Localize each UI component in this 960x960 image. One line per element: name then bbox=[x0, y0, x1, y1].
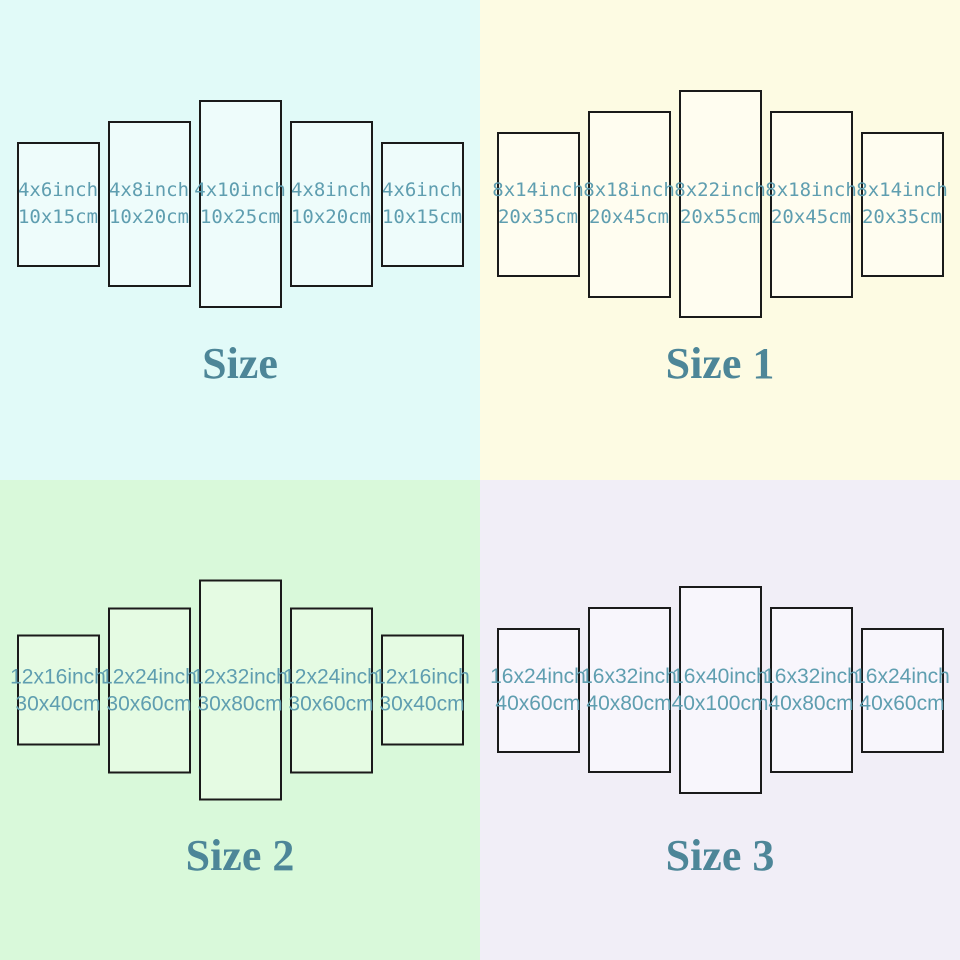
panel-size-inch-label: 8x18inch bbox=[583, 179, 675, 201]
canvas-panel: 12x24inch 30x60cm bbox=[101, 607, 197, 773]
size-chart-title: Size 1 bbox=[665, 339, 775, 388]
canvas-panel: 8x18inch 20x45cm bbox=[765, 110, 857, 298]
canvas-panel: 12x16inch 30x40cm bbox=[10, 634, 106, 746]
canvas-panel: 8x14inch 20x35cm bbox=[856, 131, 948, 277]
panel-size-inch-label: 8x14inch bbox=[492, 179, 584, 201]
size-chart-title: Size 2 bbox=[185, 831, 295, 880]
panel-size-inch-label: 12x32inch bbox=[192, 665, 288, 688]
panel-size-cm-label: 30x60cm bbox=[288, 692, 374, 715]
size-chart-title: Size bbox=[202, 339, 278, 388]
panel-size-cm-label: 40x100cm bbox=[671, 692, 769, 715]
canvas-panel: 16x40inch 40x100cm bbox=[672, 586, 768, 794]
panel-size-cm-label: 10x25cm bbox=[199, 206, 281, 228]
panel-size-cm-label: 10x20cm bbox=[290, 206, 372, 228]
canvas-panel: 12x24inch 30x60cm bbox=[283, 607, 379, 773]
panel-size-inch-label: 4x6inch bbox=[17, 179, 99, 201]
canvas-panel: 16x32inch 40x80cm bbox=[581, 607, 677, 773]
canvas-panel: 4x6inch 10x15cm bbox=[380, 141, 464, 267]
panel-size-inch-label: 12x24inch bbox=[283, 665, 379, 688]
canvas-panel: 4x8inch 10x20cm bbox=[289, 121, 373, 287]
panel-size-cm-label: 20x55cm bbox=[679, 206, 761, 228]
panel-size-inch-label: 16x40inch bbox=[672, 665, 768, 688]
panel-size-cm-label: 20x45cm bbox=[588, 206, 670, 228]
panel-size-inch-label: 16x24inch bbox=[854, 665, 950, 688]
panel-size-inch-label: 16x32inch bbox=[581, 665, 677, 688]
panel-size-inch-label: 12x24inch bbox=[101, 665, 197, 688]
panel-size-cm-label: 40x80cm bbox=[768, 692, 854, 715]
panel-size-cm-label: 10x15cm bbox=[381, 206, 463, 228]
canvas-panel: 4x8inch 10x20cm bbox=[107, 121, 191, 287]
panel-size-inch-label: 12x16inch bbox=[374, 665, 470, 688]
panel-size-inch-label: 4x8inch bbox=[108, 179, 190, 201]
size-chart-title: Size 3 bbox=[665, 831, 775, 880]
panel-size-inch-label: 16x24inch bbox=[490, 665, 586, 688]
panel-size-inch-label: 8x18inch bbox=[765, 179, 857, 201]
panel-size-cm-label: 10x15cm bbox=[17, 206, 99, 228]
panel-size-inch-label: 4x8inch bbox=[290, 179, 372, 201]
panel-size-cm-label: 20x45cm bbox=[770, 206, 852, 228]
canvas-panel: 16x32inch 40x80cm bbox=[763, 607, 859, 773]
panel-size-cm-label: 30x60cm bbox=[106, 692, 192, 715]
panel-size-cm-label: 40x80cm bbox=[586, 692, 672, 715]
canvas-panel: 16x24inch 40x60cm bbox=[490, 627, 586, 753]
panel-size-inch-label: 12x16inch bbox=[10, 665, 106, 688]
panel-size-cm-label: 30x80cm bbox=[197, 692, 283, 715]
canvas-panel: 4x6inch 10x15cm bbox=[16, 141, 100, 267]
panel-size-cm-label: 30x40cm bbox=[379, 692, 465, 715]
panel-size-cm-label: 40x60cm bbox=[859, 692, 945, 715]
panel-size-inch-label: 4x10inch bbox=[194, 179, 286, 201]
canvas-panel: 16x24inch 40x60cm bbox=[854, 627, 950, 753]
canvas-panel: 8x14inch 20x35cm bbox=[492, 131, 584, 277]
panel-size-cm-label: 40x60cm bbox=[495, 692, 581, 715]
canvas-panel: 4x10inch 10x25cm bbox=[194, 100, 286, 308]
panel-size-cm-label: 10x20cm bbox=[108, 206, 190, 228]
canvas-panel: 12x32inch 30x80cm bbox=[192, 579, 288, 801]
panel-size-inch-label: 16x32inch bbox=[763, 665, 859, 688]
panel-size-inch-label: 8x14inch bbox=[856, 179, 948, 201]
panel-size-inch-label: 8x22inch bbox=[674, 179, 766, 201]
panel-size-cm-label: 20x35cm bbox=[497, 206, 579, 228]
canvas-panel: 12x16inch 30x40cm bbox=[374, 634, 470, 746]
canvas-panel: 8x18inch 20x45cm bbox=[583, 110, 675, 298]
panel-size-inch-label: 4x6inch bbox=[381, 179, 463, 201]
canvas-panel: 8x22inch 20x55cm bbox=[674, 90, 766, 318]
panel-size-cm-label: 20x35cm bbox=[861, 206, 943, 228]
panel-size-cm-label: 30x40cm bbox=[15, 692, 101, 715]
